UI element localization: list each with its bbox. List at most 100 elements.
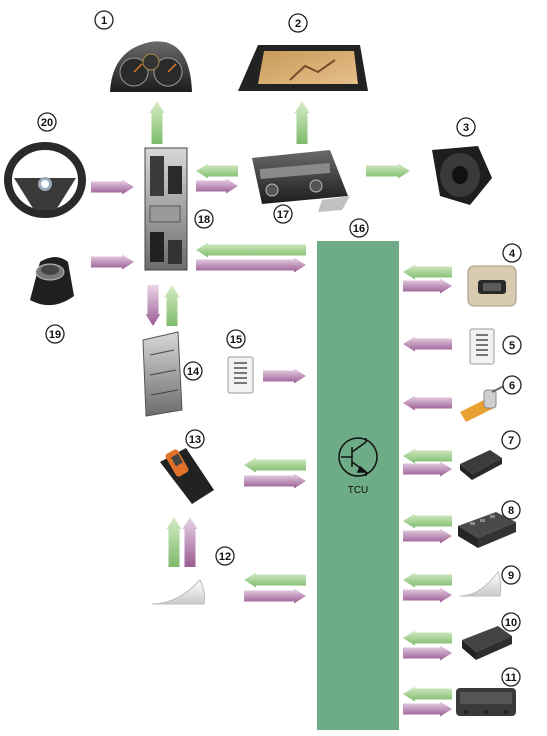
callout-10: 10 <box>501 612 521 632</box>
callout-13: 13 <box>185 429 205 449</box>
callout-number: 12 <box>219 551 231 563</box>
callout-number: 15 <box>230 334 242 346</box>
callout-circle <box>349 218 369 238</box>
purple-arrow <box>91 254 134 270</box>
purple-arrow <box>403 587 452 603</box>
steering-wheel-icon <box>4 142 86 218</box>
callout-circle <box>273 204 293 224</box>
green-arrow <box>166 517 182 567</box>
tcu-label: TCU <box>348 485 369 496</box>
callout-number: 13 <box>189 434 201 446</box>
purple-arrow <box>91 179 134 195</box>
callout-number: 5 <box>509 340 515 352</box>
callout-12: 12 <box>215 546 235 566</box>
green-arrow <box>403 448 452 464</box>
callout-circle <box>502 243 522 263</box>
purple-arrow <box>196 257 306 273</box>
gps-antenna-icon <box>460 383 509 422</box>
central-display-icon <box>238 45 368 91</box>
callout-circle <box>501 612 521 632</box>
green-arrow <box>244 572 306 588</box>
purple-arrow <box>196 178 238 194</box>
instrument-cluster-icon <box>110 41 192 92</box>
callout-circle <box>45 324 65 344</box>
audio-control-panel-icon <box>252 150 350 212</box>
purple-arrow <box>244 473 306 489</box>
green-arrow <box>403 264 452 280</box>
callout-11: 11 <box>501 667 521 687</box>
callout-circle <box>37 112 57 132</box>
purple-arrow <box>403 645 452 661</box>
head-unit-icon <box>144 147 188 271</box>
callout-2: 2 <box>288 13 308 33</box>
callout-circle <box>456 117 476 137</box>
callout-circle <box>501 667 521 687</box>
idrive-controller-icon <box>30 257 74 306</box>
callout-17: 17 <box>273 204 293 224</box>
green-arrow <box>403 572 452 588</box>
callout-circle <box>501 500 521 520</box>
callout-number: 8 <box>508 505 514 517</box>
callout-number: 16 <box>353 223 365 235</box>
purple-arrow <box>145 285 161 326</box>
antenna-amplifier-icon <box>458 512 516 548</box>
purple-arrow <box>403 461 452 477</box>
roof-antenna-icon <box>151 579 205 605</box>
loudspeaker-icon <box>432 146 492 205</box>
callout-3: 3 <box>456 117 476 137</box>
roof-antenna-icon <box>459 570 502 597</box>
green-arrow <box>149 101 165 144</box>
control-panel-icon <box>469 328 495 365</box>
callout-number: 6 <box>509 380 515 392</box>
green-arrow <box>244 457 306 473</box>
callout-number: 9 <box>508 570 514 582</box>
callout-number: 20 <box>41 117 53 129</box>
callout-circle <box>94 10 114 30</box>
callout-5: 5 <box>502 335 522 355</box>
callout-18: 18 <box>194 209 214 229</box>
purple-arrow <box>263 368 306 384</box>
green-arrow <box>196 242 306 258</box>
purple-arrow <box>403 701 452 717</box>
callout-number: 1 <box>101 15 107 27</box>
callout-7: 7 <box>501 430 521 450</box>
green-arrow <box>196 163 238 179</box>
green-arrow <box>403 630 452 646</box>
green-arrow <box>294 101 310 144</box>
callout-number: 7 <box>508 435 514 447</box>
callout-circle <box>226 329 246 349</box>
callout-number: 2 <box>295 18 301 30</box>
callout-20: 20 <box>37 112 57 132</box>
callout-4: 4 <box>502 243 522 263</box>
callout-number: 18 <box>198 214 210 226</box>
green-arrow <box>403 686 452 702</box>
callout-14: 14 <box>183 361 203 381</box>
callout-circle <box>194 209 214 229</box>
callout-16: 16 <box>349 218 369 238</box>
green-arrow <box>164 285 180 326</box>
callout-circle <box>185 429 205 449</box>
callout-circle <box>288 13 308 33</box>
control-panel-icon <box>227 356 254 394</box>
control-unit-icon <box>142 331 183 417</box>
emergency-module-icon <box>462 626 512 660</box>
purple-arrow <box>403 395 452 411</box>
purple-arrow <box>403 278 452 294</box>
transistor-symbol-icon <box>338 437 378 477</box>
snap-in-adapter-icon <box>160 448 214 504</box>
purple-arrow <box>403 528 452 544</box>
callout-number: 11 <box>505 672 517 684</box>
callout-number: 4 <box>509 248 516 260</box>
callout-circle <box>501 430 521 450</box>
callout-number: 3 <box>463 122 469 134</box>
green-arrow <box>403 513 452 529</box>
callout-8: 8 <box>501 500 521 520</box>
callout-circle <box>502 375 522 395</box>
callout-number: 19 <box>49 329 61 341</box>
callout-circle <box>183 361 203 381</box>
callout-9: 9 <box>501 565 521 585</box>
purple-arrow <box>182 517 198 567</box>
callout-15: 15 <box>226 329 246 349</box>
